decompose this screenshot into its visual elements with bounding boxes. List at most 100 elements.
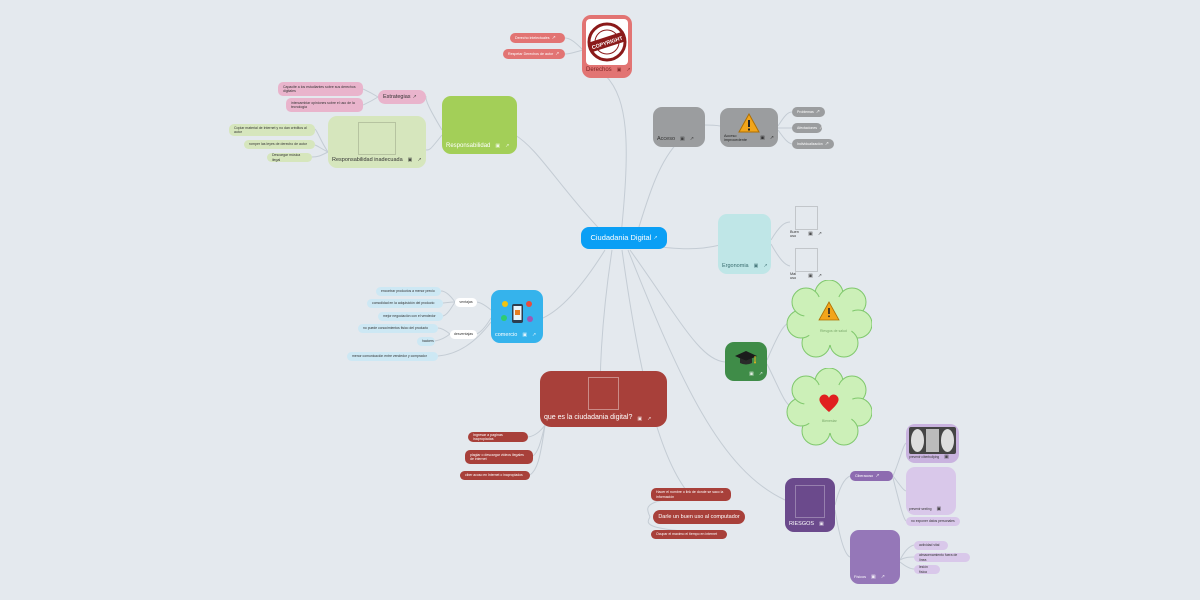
que-es-image (588, 377, 619, 411)
ventajas-label: ventajas (459, 300, 473, 305)
derechos-child-2[interactable]: Respetar Derechos de autor↗ (503, 49, 565, 59)
estrategias-child-1[interactable]: Capacite a los estudiantes sobre sus der… (278, 82, 363, 96)
acceso-child-1[interactable]: Problemas↗ (792, 107, 825, 117)
central-node[interactable]: Ciudadania Digital↗ (581, 227, 667, 249)
acceso-node[interactable]: Acceso▣↗ (653, 107, 705, 147)
sexting-image (911, 472, 945, 504)
ergonomia-child-2-label: Mal uso (790, 271, 797, 281)
acceso-child-3[interactable]: Individualización↗ (792, 139, 834, 149)
estrategias-label: Estrategias (383, 93, 411, 100)
derechos-child-2-label: Respetar Derechos de autor (508, 51, 554, 56)
fisicos-child-2[interactable]: almacenamiento fuera de línea (914, 553, 970, 562)
acceso-impropio-node[interactable]: Acceso improcedente▣↗ (720, 108, 778, 147)
ventajas-child-1[interactable]: encontrar productos a menor precio (376, 287, 441, 296)
ventajas-child-3-label: mejor negociación con el vendedor (383, 314, 436, 319)
comercio-node[interactable]: comercio▣↗ (491, 290, 543, 343)
acceso-child-2[interactable]: Afectaciones↗ (792, 123, 822, 133)
ciberacoso-child-1-label: prevenir ciberbullying (909, 454, 940, 459)
estrategias-child-1-label: Capacite a los estudiantes sobre sus der… (283, 84, 356, 93)
ciberacoso-child-1[interactable]: prevenir ciberbullying▣ (906, 424, 959, 463)
copyright-logo: COPYRIGHT (586, 19, 628, 65)
derechos-label: Derechos (586, 66, 612, 73)
buen-uso-child-2-label: Ocupar el maximo el tiempo en internet (656, 532, 718, 537)
buen-uso-label: Darle un buen uso al computador (658, 513, 740, 520)
ciberacoso-node[interactable]: Ciberacoso↗ (850, 471, 893, 481)
responsabilidad-node[interactable]: Responsabilidad▣↗ (442, 96, 517, 154)
inadecuada-child-1-label: Copiar material de Internet y no dan cré… (234, 125, 307, 134)
acceso-image (663, 114, 695, 133)
link-icon: ↗ (653, 234, 658, 241)
mal-uso-image (795, 248, 818, 272)
que-es-node[interactable]: que es la ciudadania digital?▣↗ (540, 371, 667, 427)
que-es-child-2-label: plagiar o descargar videos ilegales de i… (470, 452, 524, 461)
ciberacoso-child-2[interactable]: prevenir sexting▣ (906, 467, 956, 515)
desventajas-child-1-label: no puede conocimientos fisico del produc… (363, 326, 429, 331)
ciberacoso-label: Ciberacoso (855, 473, 874, 478)
copyright-stamp-icon: COPYRIGHT (587, 22, 627, 62)
ergonomia-node[interactable]: Ergonomia▣↗ (718, 214, 771, 274)
fisicos-child-3[interactable]: lesión física (914, 565, 940, 574)
desventajas-child-3-label: menor comunicación entre vendedor y comp… (352, 354, 427, 359)
image-icon: ▣ (616, 67, 622, 74)
ventajas-child-1-label: encontrar productos a menor precio (381, 289, 435, 294)
desventajas-child-2-label: hackers (422, 339, 434, 344)
acceso-child-2-label: Afectaciones (797, 125, 818, 130)
ventajas-child-3[interactable]: mejor negociación con el vendedor (378, 312, 443, 321)
salud-node[interactable]: ▣↗ (725, 342, 767, 381)
link-icon: ↗ (626, 67, 631, 74)
comercio-label: comercio (495, 332, 518, 339)
fisicos-child-3-label: lesión física (919, 565, 928, 574)
inadecuada-label: Responsabilidad inadecuada (332, 157, 403, 164)
fisicos-child-1-label: actividad vital (919, 543, 940, 548)
derechos-child-1[interactable]: Derecho intelectuales↗ (510, 33, 565, 43)
flower-1-label: Riesgos de salud (820, 329, 847, 333)
derechos-node[interactable]: COPYRIGHT Derechos ▣ ↗ (582, 15, 632, 78)
ergonomia-child-1[interactable]: Buen uso▣↗ (788, 204, 824, 241)
fisicos-child-1[interactable]: actividad vital (914, 541, 948, 550)
acceso-child-1-label: Problemas (797, 109, 814, 114)
fisicos-image (860, 537, 890, 571)
derechos-child-1-label: Derecho intelectuales (515, 35, 550, 40)
acceso-label: Acceso (657, 136, 676, 143)
flower-node-1[interactable]: Riesgos de salud (786, 280, 872, 358)
estrategias-child-2[interactable]: intercambiar opiniones sobre el uso de l… (286, 98, 363, 112)
heart-icon (819, 394, 839, 412)
fisicos-child-2-label: almacenamiento fuera de línea (919, 553, 958, 562)
que-es-child-2[interactable]: plagiar o descargar videos ilegales de i… (465, 450, 533, 464)
flower-2-label: Bienestar (822, 419, 838, 423)
riesgos-label: RIESGOS (789, 521, 815, 528)
inadecuada-child-2[interactable]: romper las leyes de derecho de autor (244, 140, 315, 149)
desventajas-label: desventajas (453, 332, 474, 337)
buen-uso-child-1-label: Hacer el nombre o link de donde se saco … (656, 490, 724, 499)
inadecuada-image (358, 122, 396, 156)
buen-uso-node[interactable]: Darle un buen uso al computador (653, 510, 745, 524)
responsabilidad-label: Responsabilidad (446, 142, 491, 149)
desventajas-child-2[interactable]: hackers (417, 337, 435, 346)
que-es-child-1[interactable]: Ingresar a paginas inapropiadas (468, 432, 528, 442)
ventajas-node[interactable]: ventajas (455, 298, 477, 307)
cyberbullying-image (909, 427, 956, 454)
desventajas-child-3[interactable]: menor comunicación entre vendedor y comp… (347, 352, 438, 361)
flower-node-2[interactable]: Bienestar (786, 368, 872, 446)
riesgos-image (795, 485, 825, 519)
ciberacoso-child-3-label: no exponer datos personales (911, 519, 955, 524)
fisicos-node[interactable]: Físicos▣↗ (850, 530, 900, 584)
estrategias-node[interactable]: Estrategias↗ (378, 90, 426, 104)
inadecuada-child-3-label: Descargar música ilegal (272, 153, 301, 162)
ergonomia-child-2[interactable]: Mal uso▣↗ (788, 246, 824, 283)
acceso-impropio-label: Acceso improcedente (724, 133, 748, 143)
que-es-child-3[interactable]: ciber acoso en Internet o inapropiados (460, 471, 530, 480)
inadecuada-node[interactable]: Responsabilidad inadecuada▣↗ (328, 116, 426, 168)
desventajas-node[interactable]: desventajas (450, 330, 477, 339)
ergonomia-image (728, 221, 761, 260)
inadecuada-child-3[interactable]: Descargar música ilegal (267, 153, 312, 162)
riesgos-node[interactable]: RIESGOS▣ (785, 478, 835, 532)
inadecuada-child-1[interactable]: Copiar material de Internet y no dan cré… (229, 124, 315, 136)
buen-uso-child-1[interactable]: Hacer el nombre o link de donde se saco … (651, 488, 731, 501)
ciberacoso-child-3[interactable]: no exponer datos personales (906, 517, 960, 526)
buen-uso-child-2[interactable]: Ocupar el maximo el tiempo en internet (651, 530, 727, 539)
ventajas-child-2[interactable]: comodidad en la adquisición del producto (367, 299, 443, 308)
desventajas-child-1[interactable]: no puede conocimientos fisico del produc… (358, 324, 438, 333)
